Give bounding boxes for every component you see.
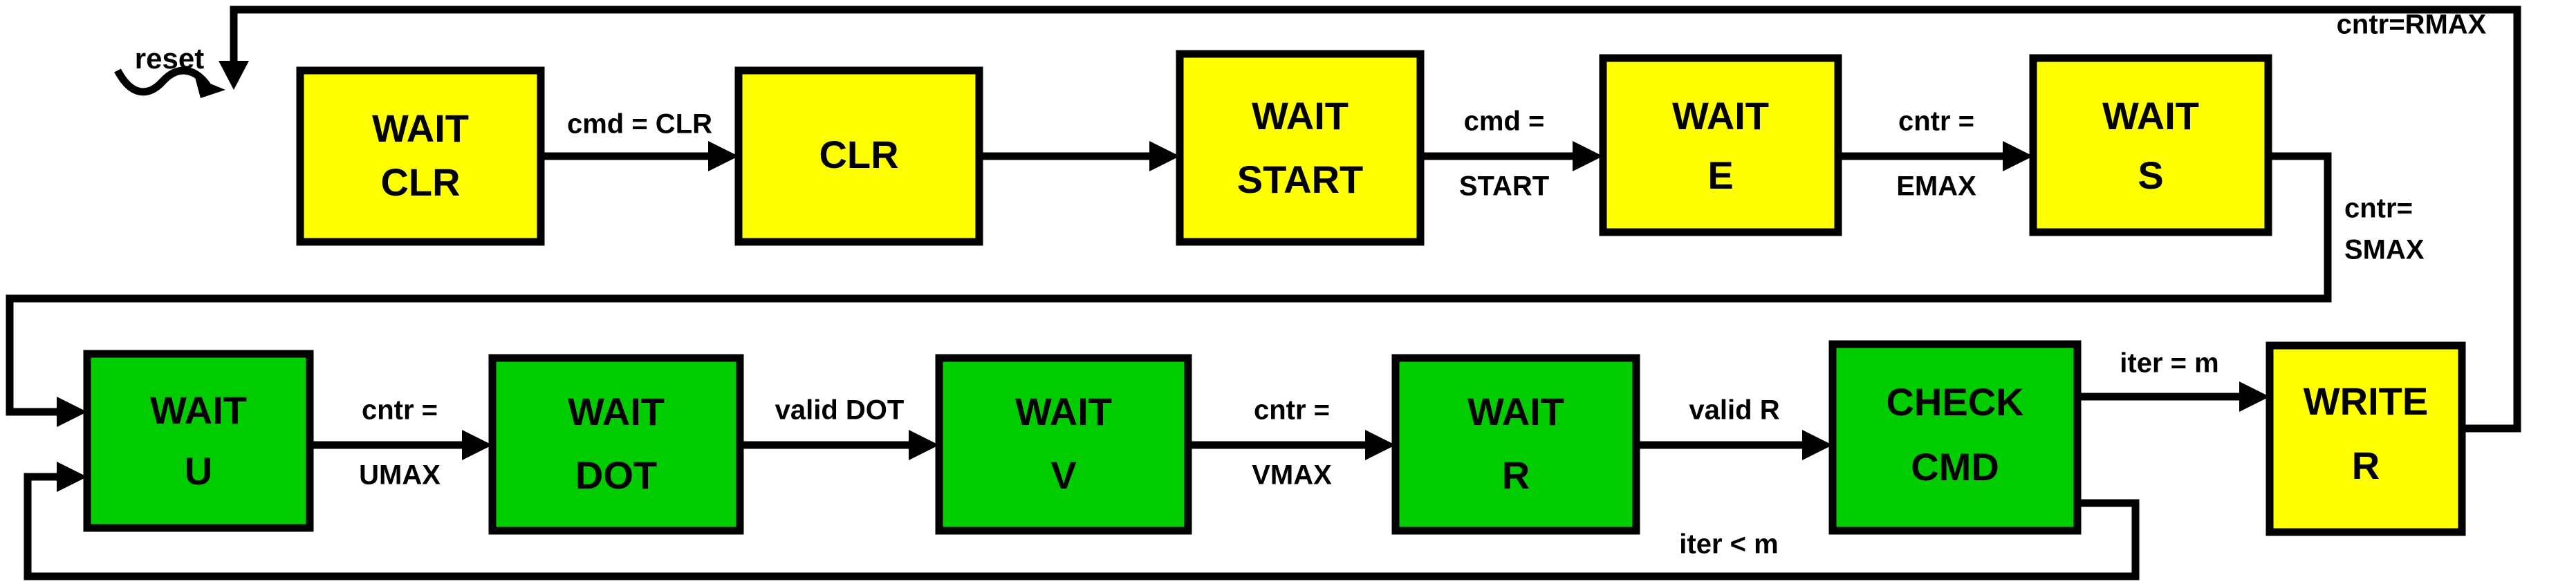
state-wait-r-box[interactable] [1391, 354, 1640, 535]
edge-label-cntr-vmax-line2: VMAX [1252, 460, 1332, 491]
state-wait-s-label-line1: WAIT [2102, 94, 2199, 138]
edge-label-iter-eq-m: iter = m [2120, 348, 2218, 379]
state-wait-s-label-line2: S [2138, 153, 2163, 197]
state-wait-start[interactable]: WAIT START [1176, 50, 1425, 246]
edge-label-cmd-clr: cmd = CLR [567, 109, 712, 140]
reset-squiggle-arrowhead [195, 77, 225, 98]
edge-valid-dot: valid DOT [740, 395, 939, 460]
state-wait-u-label-line2: U [185, 449, 212, 493]
edge-valid-dot-arrowhead [909, 430, 939, 460]
edge-valid-r: valid R [1636, 395, 1833, 460]
state-wait-r[interactable]: WAIT R [1391, 354, 1640, 535]
edge-label-valid-r: valid R [1689, 395, 1779, 426]
edge-iter-eq-m: iter = m [2077, 348, 2270, 412]
reset-squiggle-arrow [114, 66, 211, 96]
state-wait-u-label-line1: WAIT [150, 388, 247, 432]
edge-label-cntr-rmax: cntr=RMAX [2337, 10, 2487, 40]
edge-label-cntr-smax-line1: cntr= [2344, 193, 2413, 224]
edge-cntr-vmax: cntr = VMAX [1188, 395, 1396, 491]
state-wait-v-label-line1: WAIT [1015, 390, 1112, 433]
state-wait-start-label-line1: WAIT [1252, 94, 1349, 138]
state-write-r-label-line1: WRITE [2304, 379, 2428, 423]
edge-cmd-clr-arrowhead [708, 141, 739, 171]
edge-cmd-start-arrowhead [1573, 141, 1603, 171]
edge-label-cmd-start-line2: START [1459, 171, 1549, 202]
edge-label-cntr-vmax-line1: cntr = [1254, 395, 1330, 426]
edge-cntr-umax-arrowhead [462, 430, 492, 460]
state-check-cmd-box[interactable] [1828, 340, 2082, 535]
state-wait-e[interactable]: WAIT E [1599, 54, 1842, 236]
reset-entry: reset [114, 42, 225, 98]
state-wait-start-label-line2: START [1237, 158, 1364, 201]
edge-label-cmd-start-line1: cmd = [1464, 106, 1545, 137]
state-wait-u[interactable]: WAIT U [83, 350, 314, 532]
edge-iter-lt-m-arrowhead [57, 462, 87, 492]
state-clr-label-line1: CLR [819, 133, 898, 176]
state-write-r-label-line2: R [2352, 444, 2380, 487]
edge-cmd-start: cmd = START [1420, 106, 1603, 202]
edge-cntr-rmax: cntr=RMAX [219, 6, 2521, 433]
edge-label-cntr-umax-line1: cntr = [362, 395, 438, 426]
state-write-r-box[interactable] [2265, 341, 2466, 536]
edge-label-valid-dot: valid DOT [775, 395, 905, 426]
edge-iter-eq-m-arrowhead [2239, 381, 2270, 412]
edge-clr-to-wait-start-arrowhead [1149, 141, 1180, 171]
edge-cntr-emax: cntr = EMAX [1838, 106, 2033, 202]
edge-cntr-rmax-path [230, 6, 2521, 433]
edge-cntr-umax: cntr = UMAX [310, 395, 492, 491]
edge-cntr-smax-arrowhead [57, 397, 87, 427]
edge-cntr-emax-arrowhead [2003, 141, 2033, 171]
edge-cntr-rmax-arrowhead [219, 61, 249, 90]
state-wait-dot[interactable]: WAIT DOT [488, 354, 744, 535]
state-write-r[interactable]: WRITE R [2265, 341, 2466, 536]
state-wait-dot-label-line1: WAIT [568, 390, 665, 433]
edge-cntr-vmax-arrowhead [1365, 430, 1396, 460]
edge-cmd-clr: cmd = CLR [541, 109, 739, 171]
state-wait-e-label-line1: WAIT [1672, 94, 1769, 138]
state-wait-clr-label-line2: CLR [380, 160, 460, 204]
edge-cntr-smax: cntr= SMAX [6, 152, 2425, 427]
state-check-cmd-label-line1: CHECK [1886, 380, 2023, 424]
state-clr[interactable]: CLR [734, 66, 983, 246]
state-wait-u-box[interactable] [83, 350, 314, 532]
state-wait-clr[interactable]: WAIT CLR [296, 66, 545, 246]
state-wait-dot-box[interactable] [488, 354, 744, 535]
edge-valid-r-arrowhead [1802, 430, 1833, 460]
edge-label-iter-lt-m: iter < m [1679, 529, 1778, 560]
state-wait-clr-label-line1: WAIT [372, 106, 469, 150]
edge-clr-to-wait-start [979, 141, 1180, 171]
state-wait-s-box[interactable] [2029, 54, 2272, 236]
edge-label-cntr-smax-line2: SMAX [2344, 235, 2425, 265]
state-wait-s[interactable]: WAIT S [2029, 54, 2272, 236]
edge-label-cntr-emax-line2: EMAX [1896, 171, 1976, 202]
edge-iter-lt-m-path [24, 473, 2140, 580]
state-check-cmd[interactable]: CHECK CMD [1828, 340, 2082, 535]
state-wait-v-box[interactable] [935, 354, 1192, 535]
state-wait-e-box[interactable] [1599, 54, 1842, 236]
state-wait-clr-box[interactable] [296, 66, 545, 246]
state-wait-dot-label-line2: DOT [575, 453, 657, 497]
state-wait-r-label-line1: WAIT [1467, 390, 1564, 433]
state-wait-v-label-line2: V [1050, 453, 1076, 497]
edge-label-cntr-emax-line1: cntr = [1898, 106, 1974, 137]
edge-iter-lt-m: iter < m [24, 462, 2140, 580]
state-wait-v[interactable]: WAIT V [935, 354, 1192, 535]
state-wait-r-label-line2: R [1502, 453, 1530, 497]
edge-cntr-smax-path [6, 152, 2332, 416]
edge-label-cntr-umax-line2: UMAX [359, 460, 441, 491]
state-wait-e-label-line2: E [1707, 153, 1733, 197]
state-check-cmd-label-line2: CMD [1911, 445, 1999, 489]
state-wait-start-box[interactable] [1176, 50, 1425, 246]
